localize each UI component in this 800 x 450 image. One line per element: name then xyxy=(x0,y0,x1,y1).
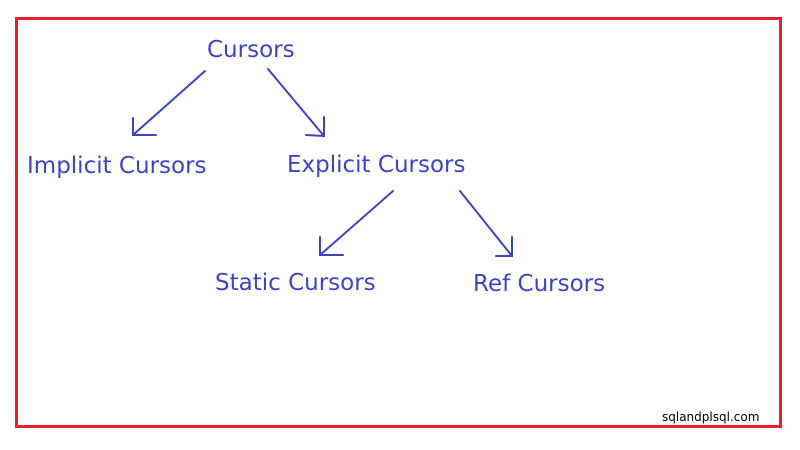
arrow-root-to-implicit-shaft xyxy=(132,70,206,136)
arrow-root-to-explicit xyxy=(267,68,325,138)
diagram-frame xyxy=(15,17,782,428)
node-explicit-cursors: Explicit Cursors xyxy=(287,152,466,178)
node-ref-cursors: Ref Cursors xyxy=(473,271,606,297)
arrow-explicit-to-ref xyxy=(459,190,513,257)
arrow-root-to-implicit xyxy=(132,70,206,136)
arrow-explicit-to-static-head xyxy=(319,236,344,256)
arrow-root-to-explicit-shaft xyxy=(267,68,325,137)
arrow-explicit-to-static-shaft xyxy=(319,190,394,256)
arrow-root-to-implicit-head xyxy=(132,117,157,136)
watermark: sqlandplsql.com xyxy=(662,410,760,424)
arrow-explicit-to-ref-head xyxy=(495,236,513,257)
node-implicit-cursors: Implicit Cursors xyxy=(27,153,207,179)
node-static-cursors: Static Cursors xyxy=(215,270,376,296)
arrow-explicit-to-ref-shaft xyxy=(459,190,513,257)
node-cursors: Cursors xyxy=(207,37,295,63)
arrow-root-to-explicit-head xyxy=(305,116,325,138)
arrow-explicit-to-static xyxy=(319,190,394,256)
